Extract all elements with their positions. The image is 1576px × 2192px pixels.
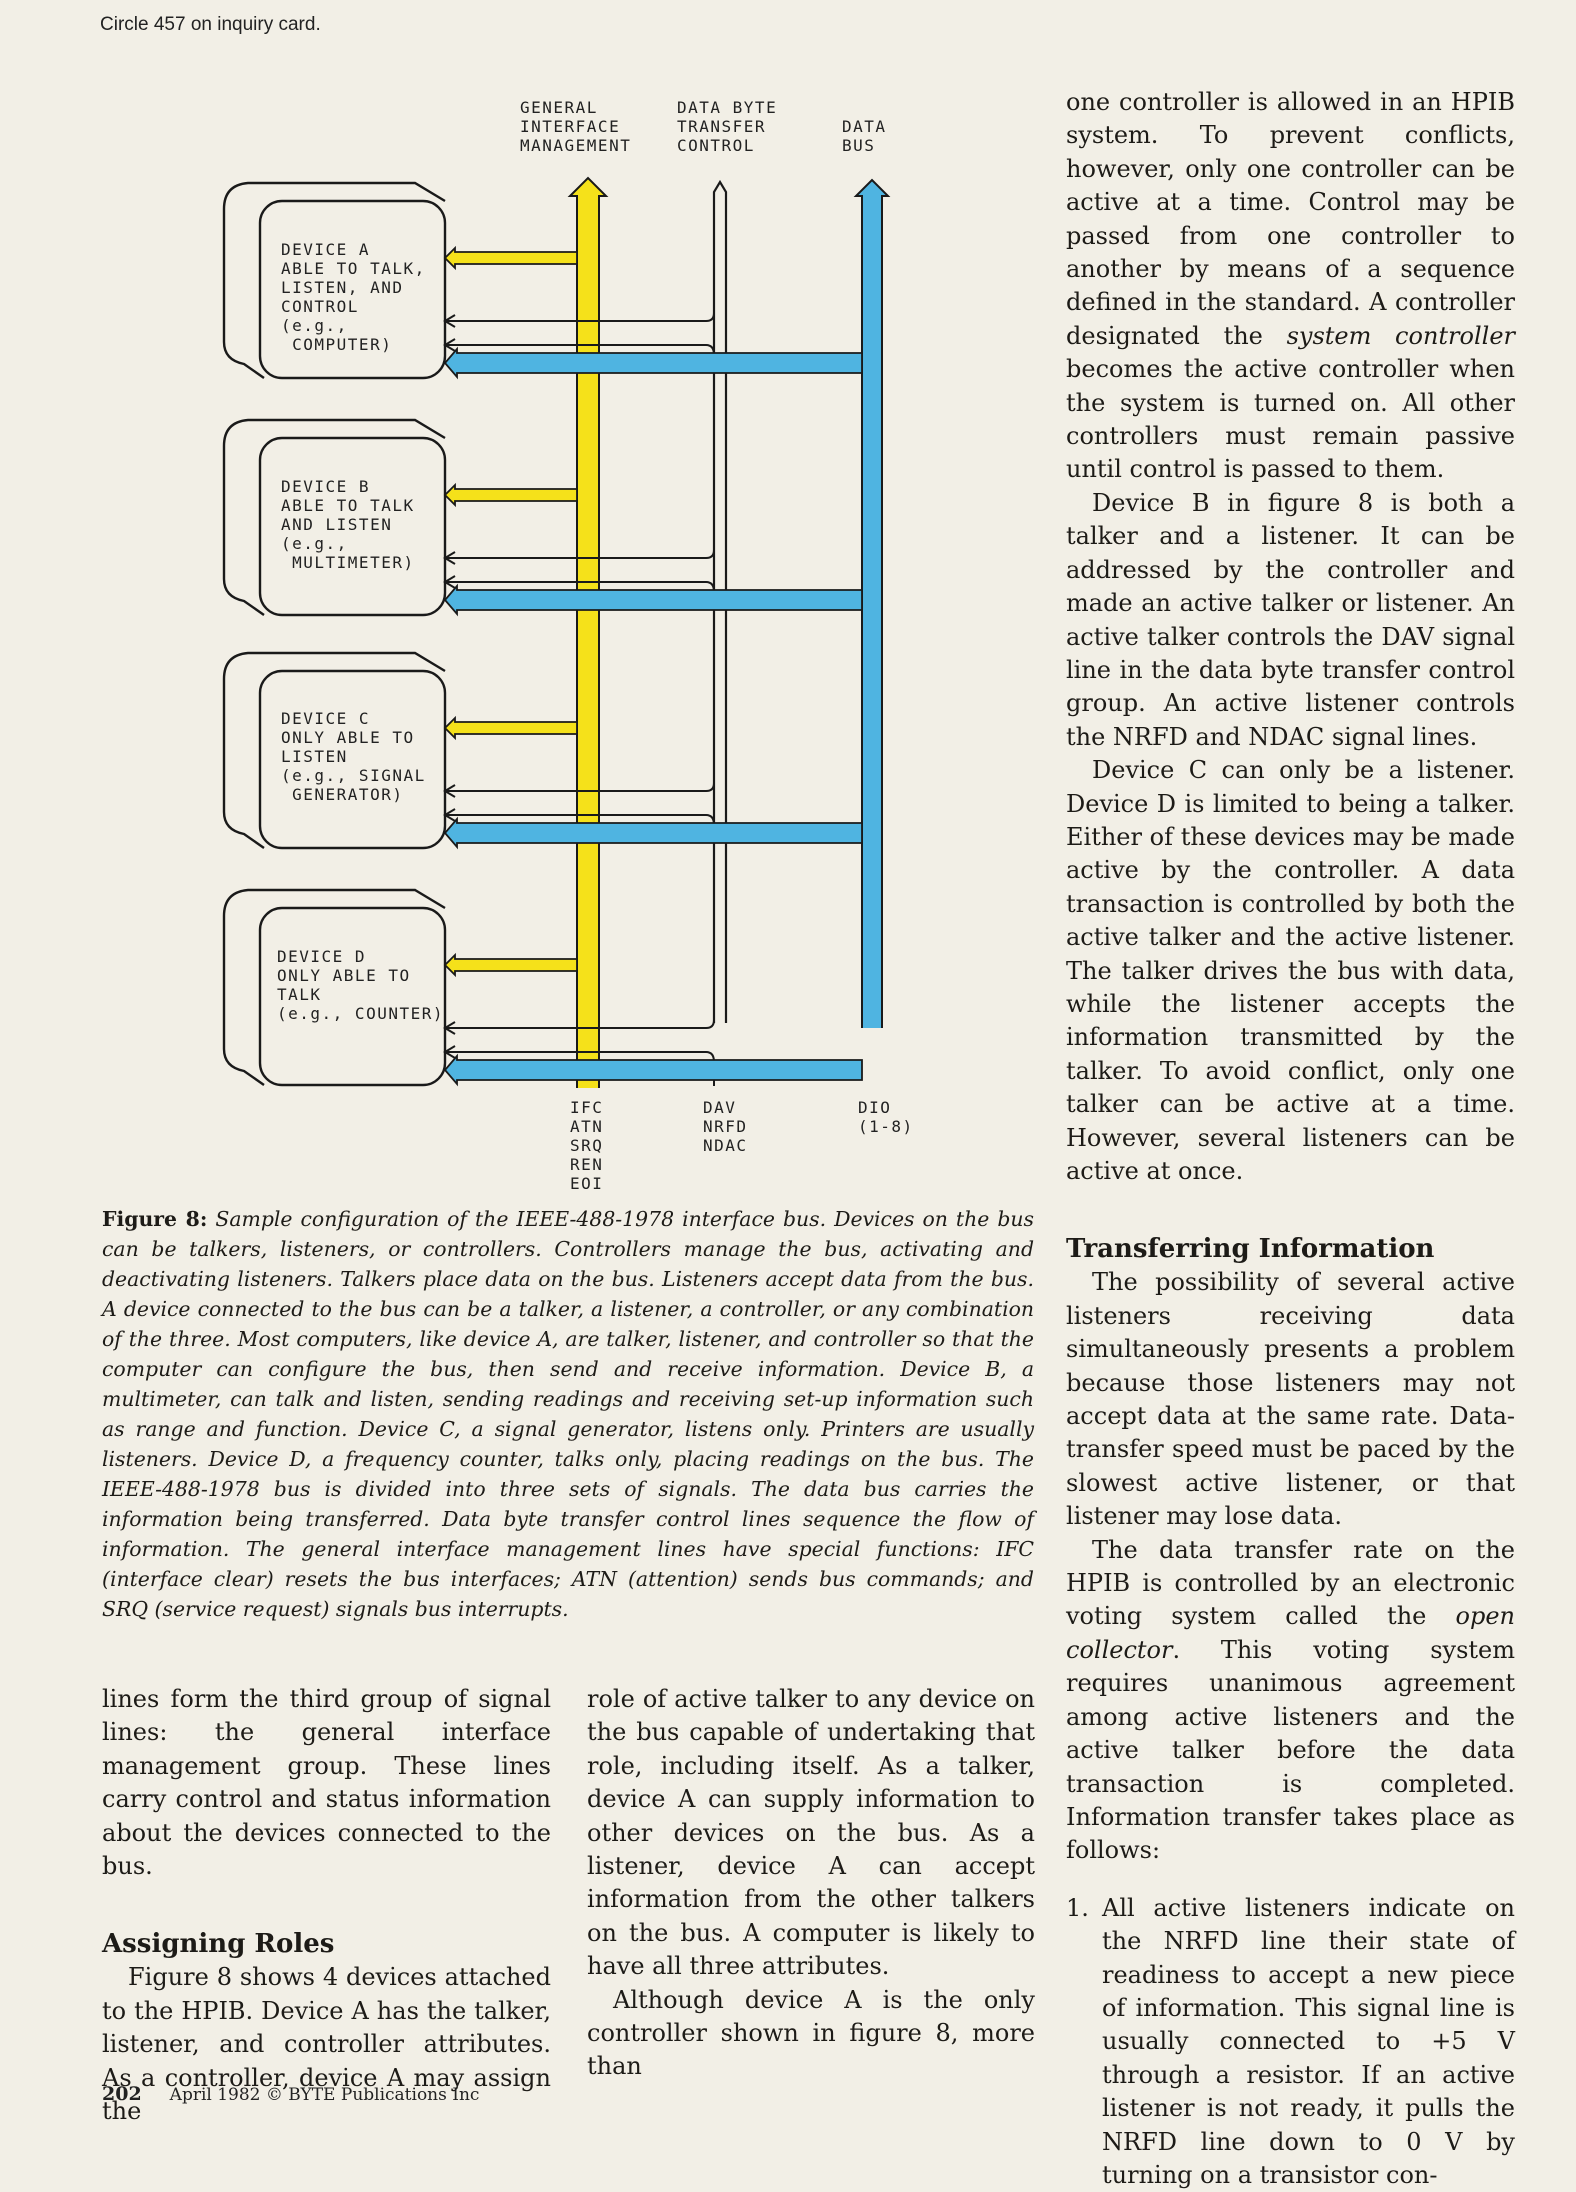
header-data-bus: DATA BUS [842, 117, 887, 155]
dbtc-arrow-a-3 [443, 1021, 456, 1035]
dbtc-arrow-a-0 [443, 314, 456, 328]
gim-bus-outline [567, 176, 609, 1088]
dbtc-arrow-b-3 [443, 1045, 456, 1059]
footer-text: April 1982 © BYTE Publications Inc [169, 2085, 480, 2105]
gim-branch-0 [443, 245, 578, 271]
col3-paragraph-2: Device B in figure 8 is both a talker an… [1066, 488, 1515, 751]
device-box-back-2 [222, 651, 446, 849]
column-2: role of active talker to any device on t… [587, 1683, 1035, 2084]
dbtc-branch-a-1 [445, 549, 715, 559]
col2-paragraph-1: role of active talker to any device on t… [587, 1685, 1035, 1981]
dbtc-arrow-a-2 [443, 784, 456, 798]
col3-paragraph-3: Device C can only be a listener. Device … [1066, 756, 1515, 1185]
data-branch-2 [443, 816, 863, 850]
data-bus-outline [853, 178, 891, 1028]
dbtc-arrow-b-1 [443, 575, 456, 589]
dbtc-arrow-a-1 [443, 551, 456, 565]
dbtc-signal-names: DAV NRFD NDAC [703, 1098, 748, 1155]
device-a-label: DEVICE A ABLE TO TALK, LISTEN, AND CONTR… [281, 240, 426, 354]
inquiry-note: Circle 457 on inquiry card. [100, 14, 321, 35]
dbtc-branch-a-0 [445, 312, 715, 322]
column-3: one controller is allowed in an HPIB sys… [1066, 86, 1515, 2192]
gim-branch-2 [443, 715, 578, 741]
figure-caption: Figure 8: Sample configuration of the IE… [102, 1204, 1034, 1624]
col1-paragraph-1: lines form the third group of signal lin… [102, 1685, 551, 1881]
heading-assigning-roles: Assigning Roles [102, 1929, 335, 1960]
device-box-back-3 [222, 888, 446, 1086]
col2-paragraph-2: Although device A is the only controller… [587, 1985, 1035, 2081]
gim-branch-1 [443, 482, 578, 508]
caption-text: Sample configuration of the IEEE-488-197… [102, 1207, 1034, 1621]
caption-label: Figure 8: [102, 1207, 208, 1231]
gim-bus-trunk [568, 176, 608, 1088]
figure-8-diagram: GENERAL INTERFACE MANAGEMENT DATA BYTE T… [200, 88, 940, 1200]
list-item: 1.All active listeners indicate on the N… [1066, 1893, 1515, 2189]
device-b-label: DEVICE B ABLE TO TALK AND LISTEN (e.g., … [281, 477, 415, 572]
col3-paragraph-5: The data transfer rate on the HPIB is co… [1066, 1535, 1515, 1865]
heading-transferring-information: Transferring Information [1066, 1234, 1435, 1265]
device-box-0 [258, 199, 447, 380]
dbtc-arrow-b-0 [443, 338, 456, 352]
device-c-label: DEVICE C ONLY ABLE TO LISTEN (e.g., SIGN… [281, 709, 426, 804]
device-d-label: DEVICE D ONLY ABLE TO TALK (e.g., COUNTE… [277, 947, 444, 1023]
data-bus-signal-names: DIO (1-8) [858, 1098, 914, 1136]
device-box-3 [258, 906, 447, 1087]
device-box-back-1 [222, 418, 446, 616]
bus-diagram-svg [222, 176, 891, 1088]
data-branch-1 [443, 583, 863, 617]
gim-branch-3 [443, 952, 578, 978]
transfer-steps-list: 1.All active listeners indicate on the N… [1066, 1892, 1515, 2192]
dbtc-branch-a-3 [445, 1019, 715, 1029]
col3-paragraph-4: The possibility of several active listen… [1066, 1268, 1515, 1531]
page-footer: 202 April 1982 © BYTE Publications Inc [102, 2083, 479, 2105]
data-branch-3 [443, 1053, 863, 1087]
gim-signal-names: IFC ATN SRQ REN EOI [570, 1098, 604, 1193]
column-1: lines form the third group of signal lin… [102, 1683, 551, 2128]
device-box-back-0 [222, 181, 446, 379]
col3-paragraph-1: one controller is allowed in an HPIB sys… [1066, 88, 1515, 484]
dbtc-arrow-b-2 [443, 808, 456, 822]
header-data-byte-transfer-control: DATA BYTE TRANSFER CONTROL [677, 98, 778, 155]
device-box-2 [258, 669, 447, 850]
data-branch-0 [443, 346, 863, 380]
dbtc-bus-line [712, 179, 728, 1023]
page-number: 202 [102, 2083, 142, 2105]
dbtc-branch-a-2 [445, 782, 715, 792]
col1-paragraph-2: Figure 8 shows 4 devices attached to the… [102, 1963, 551, 2126]
device-box-1 [258, 436, 447, 617]
header-general-interface-management: GENERAL INTERFACE MANAGEMENT [520, 98, 632, 155]
